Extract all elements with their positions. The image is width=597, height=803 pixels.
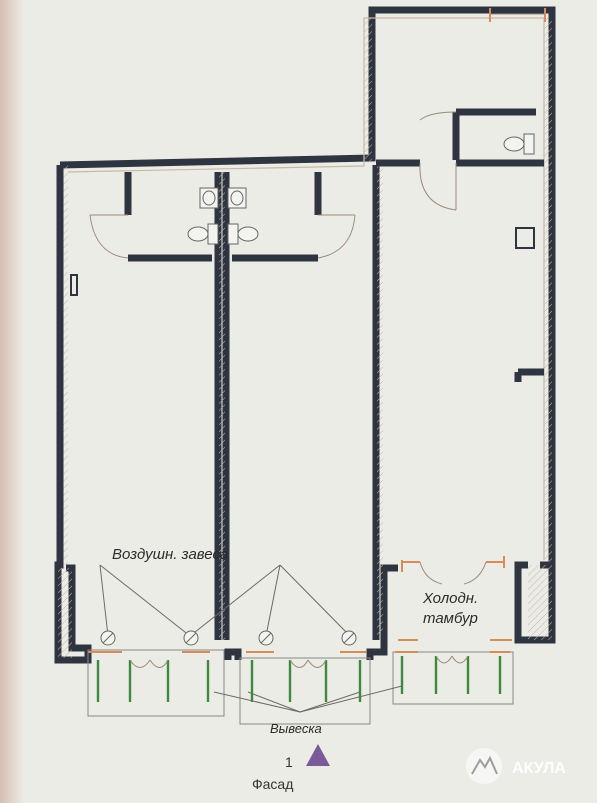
signboard-label: Вывеска xyxy=(270,721,322,736)
cold-vestibule-label-line2: тамбур xyxy=(423,610,478,627)
outer-walls xyxy=(54,6,556,664)
cold-vestibule-label-line1: Холодн. xyxy=(422,590,478,607)
sink-right-icon xyxy=(227,187,247,209)
air-curtain-unit-icon xyxy=(341,630,357,646)
signboard-leaders xyxy=(213,685,403,713)
air-curtain-unit-icon xyxy=(100,630,116,646)
storefront-glazing xyxy=(87,649,514,725)
watermark: АКУЛА xyxy=(466,748,566,784)
air-curtain-unit-icon xyxy=(258,630,274,646)
door-swings xyxy=(89,111,457,259)
toilet-left-icon xyxy=(187,223,219,245)
toilet-upper-right-icon xyxy=(503,133,535,155)
air-curtain-label: Воздушн. завеса xyxy=(112,546,228,563)
facade-marker-icon xyxy=(306,744,330,766)
sink-left-icon xyxy=(199,187,219,209)
top-window xyxy=(489,8,546,22)
partitions xyxy=(70,108,544,640)
facade-label: Фасад xyxy=(252,776,293,792)
photo-finger-shadow xyxy=(0,0,24,803)
sanitary-fixtures xyxy=(187,133,535,245)
air-curtain-unit-icon xyxy=(183,630,199,646)
air-curtain-markers xyxy=(99,564,357,646)
facade-number: 1 xyxy=(285,754,293,770)
vestibule-frames xyxy=(398,556,512,641)
watermark-text: АКУЛА xyxy=(512,760,566,777)
toilet-right-icon xyxy=(227,223,259,245)
